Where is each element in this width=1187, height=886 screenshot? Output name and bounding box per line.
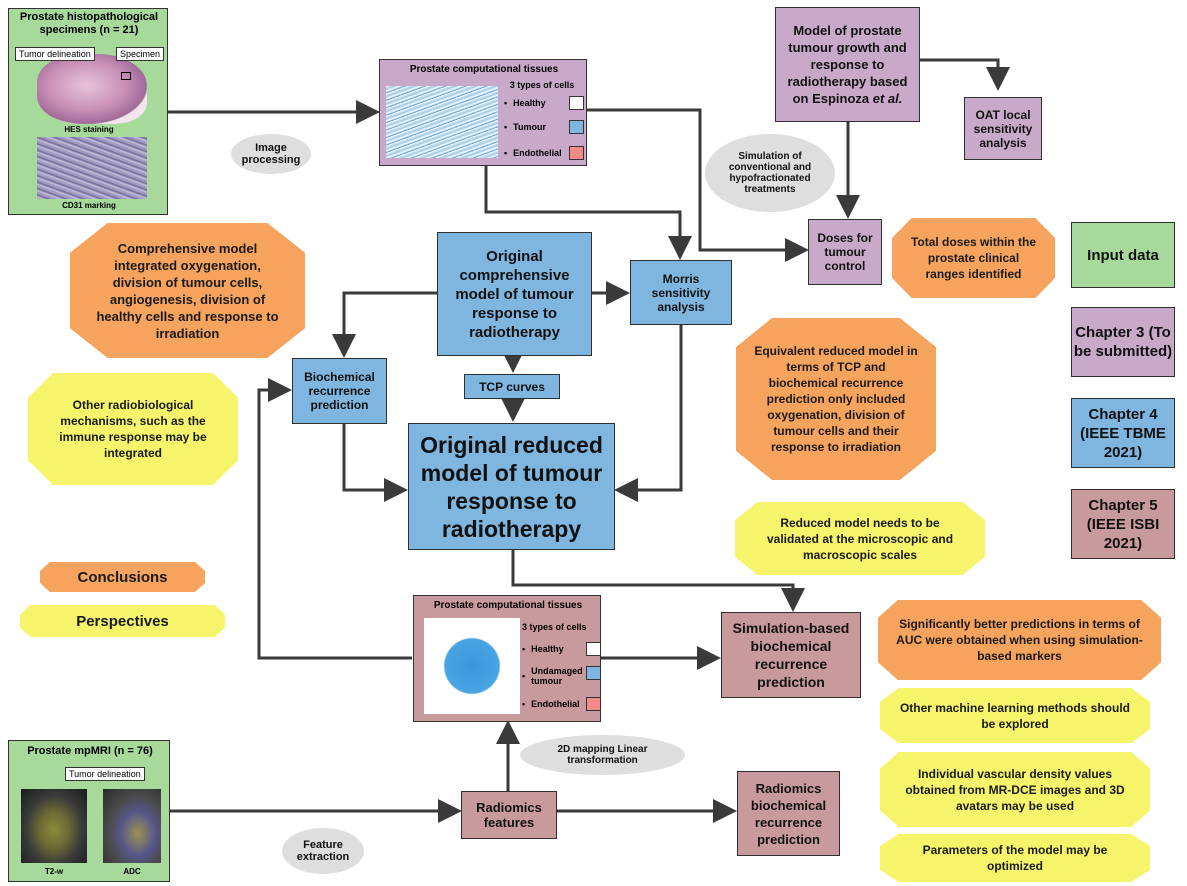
total-doses-note: Total doses within the prostate clinical…: [892, 218, 1055, 298]
original-reduced-box: Original reduced model of tumour respons…: [408, 423, 615, 550]
hes-caption: HES staining: [64, 125, 114, 134]
biochemical-box: Biochemical recurrence prediction: [292, 358, 387, 424]
legend-tumour-bottom: Undamaged tumour: [522, 666, 583, 686]
tissue-top-title: Prostate computational tissues: [409, 64, 559, 75]
morris-box: Morris sensitivity analysis: [630, 260, 732, 325]
histo-panel: Prostate histopathological specimens (n …: [8, 8, 168, 215]
t2w-image: [21, 789, 87, 863]
arrow-model-to-biochemical: [332, 291, 437, 358]
cd31-caption: CD31 marking: [62, 201, 116, 210]
tissue-top-subtitle: 3 types of cells: [509, 80, 575, 90]
mpmri-title: Prostate mpMRI (n = 76): [27, 745, 153, 757]
tumour-swatch: [586, 666, 601, 680]
auc-note: Significantly better predictions in term…: [878, 600, 1161, 680]
mpmri-panel: Prostate mpMRI (n = 76) Tumor delineatio…: [8, 740, 170, 882]
image-processing-oval: Image processing: [231, 134, 311, 174]
tissue-bottom-title: Prostate computational tissues: [433, 600, 583, 611]
healthy-label: Healthy: [531, 644, 564, 654]
endothelial-label: Endothelial: [513, 148, 562, 158]
hes-image: [37, 54, 147, 124]
histo-title: Prostate histopathological specimens (n …: [19, 11, 159, 36]
radiomics-features-box: Radiomics features: [461, 791, 557, 839]
legend-healthy-top: Healthy: [504, 98, 546, 108]
reduced-validation-note: Reduced model needs to be validated at t…: [735, 502, 985, 575]
tumour-label: Tumour: [513, 122, 546, 132]
adc-caption: ADC: [123, 867, 141, 876]
cd31-image: [37, 137, 147, 199]
arrow-biochemical-to-reduced: [342, 424, 408, 502]
legend-endothelial-bottom: Endothelial: [522, 699, 580, 709]
arrow-tissue-to-doses: [586, 108, 809, 262]
tissue-top-panel: Prostate computational tissues 3 types o…: [379, 59, 587, 166]
healthy-swatch: [569, 96, 584, 110]
endothelial-label: Endothelial: [531, 699, 580, 709]
endothelial-swatch: [586, 697, 601, 711]
tissue-bottom-subtitle: 3 types of cells: [522, 622, 587, 632]
healthy-label: Healthy: [513, 98, 546, 108]
radiomics-prediction-box: Radiomics biochemical recurrence predict…: [737, 771, 840, 856]
parameters-note: Parameters of the model may be optimized: [880, 834, 1150, 882]
undamaged-tumour-label: Undamaged tumour: [531, 666, 583, 686]
arrow-espinoza-to-oat: [920, 58, 1010, 91]
endothelial-swatch: [569, 146, 584, 160]
t2w-caption: T2-w: [44, 867, 64, 876]
arrow-reduced-to-simulation: [511, 550, 805, 612]
tissue-bottom-image: [424, 618, 520, 714]
simulation-based-box: Simulation-based biochemical recurrence …: [721, 612, 861, 698]
tumor-delineation-label: Tumor delineation: [15, 47, 95, 61]
legend-conclusions: Conclusions: [40, 562, 205, 592]
legend-endothelial-top: Endothelial: [504, 148, 562, 158]
specimen-marker: [121, 72, 131, 80]
arrow-morris-to-reduced: [614, 325, 683, 502]
legend-input-data: Input data: [1071, 222, 1175, 288]
simulation-oval: Simulation of conventional and hypofract…: [705, 134, 835, 212]
feature-extraction-oval: Feature extraction: [282, 828, 364, 874]
tumour-swatch: [569, 120, 584, 134]
tissue-bottom-panel: Prostate computational tissues 3 types o…: [413, 595, 601, 722]
arrow-tissue2-loop: [257, 378, 412, 660]
vascular-note: Individual vascular density values obtai…: [880, 752, 1150, 827]
arrow-tissue-to-morris: [484, 166, 692, 260]
doses-box: Doses for tumour control: [808, 219, 882, 285]
tissue-top-image: [386, 86, 498, 158]
legend-perspectives: Perspectives: [20, 605, 225, 637]
healthy-swatch: [586, 642, 601, 656]
legend-chapter4: Chapter 4 (IEEE TBME 2021): [1071, 398, 1175, 468]
specimen-label: Specimen: [116, 47, 165, 61]
mapping-oval: 2D mapping Linear transformation: [520, 735, 685, 775]
comprehensive-conclusion-note: Comprehensive model integrated oxygenati…: [70, 223, 305, 358]
espinoza-model-box: Model of prostate tumour growth and resp…: [775, 7, 920, 122]
oat-box: OAT local sensitivity analysis: [964, 97, 1042, 160]
original-comprehensive-box: Original comprehensive model of tumour r…: [437, 232, 592, 356]
mri-tumor-delineation-label: Tumor delineation: [65, 767, 145, 781]
legend-chapter5: Chapter 5 (IEEE ISBI 2021): [1071, 489, 1175, 559]
adc-image: [103, 789, 161, 863]
legend-tumour-top: Tumour: [504, 122, 546, 132]
ml-methods-note: Other machine learning methods should be…: [880, 688, 1150, 743]
legend-chapter3: Chapter 3 (To be submitted): [1071, 307, 1175, 377]
tcp-box: TCP curves: [464, 374, 560, 399]
other-mechanisms-note: Other radiobiological mechanisms, such a…: [28, 373, 238, 485]
legend-healthy-bottom: Healthy: [522, 644, 564, 654]
equivalent-reduced-note: Equivalent reduced model in terms of TCP…: [736, 318, 936, 480]
